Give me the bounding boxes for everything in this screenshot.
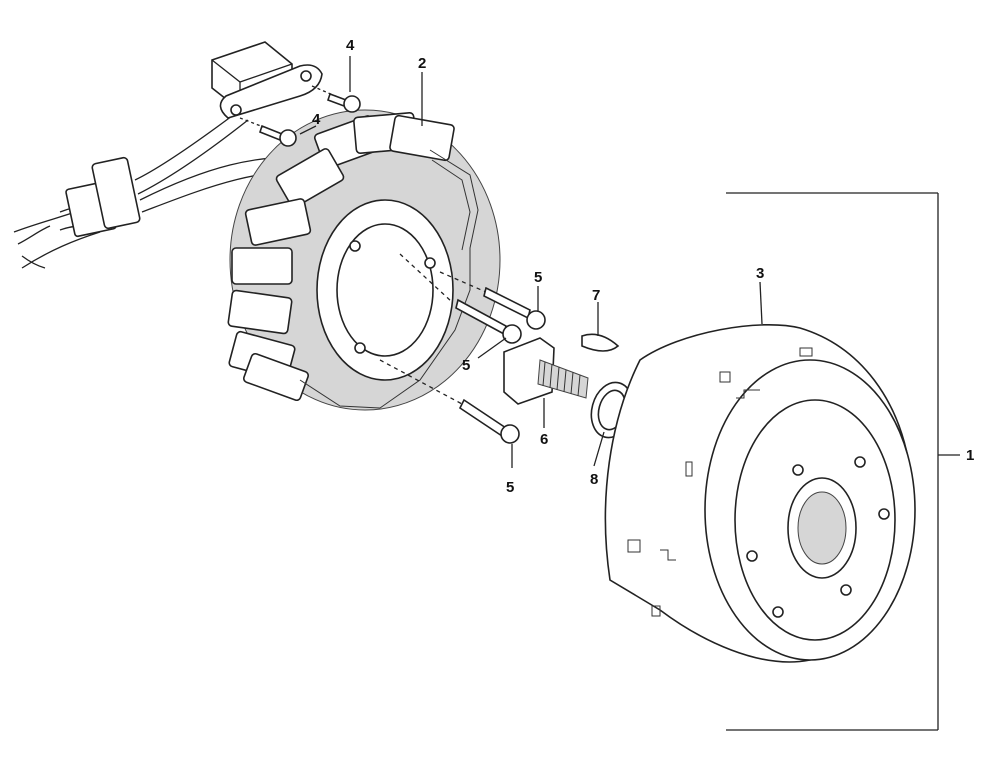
callout-8: 8 xyxy=(590,471,598,488)
hub-shaft xyxy=(503,337,589,405)
screw-4-upper xyxy=(311,85,361,113)
bolt-5-middle xyxy=(399,253,522,344)
leader-lines xyxy=(299,56,763,468)
callout-4-upper: 4 xyxy=(346,37,355,54)
bolt-5-upper xyxy=(439,271,546,330)
harness-grommet xyxy=(91,156,141,230)
wiring-harness xyxy=(13,109,326,269)
callout-1: 1 xyxy=(966,447,974,464)
pickup-sensor xyxy=(211,41,323,119)
screw-4-lower xyxy=(239,117,297,147)
callout-3: 3 xyxy=(756,265,764,282)
bolt-5-lower xyxy=(379,359,520,444)
stator xyxy=(227,109,501,411)
assembly-bracket xyxy=(726,192,960,731)
callout-5-middle: 5 xyxy=(462,357,470,374)
callout-7: 7 xyxy=(592,287,600,304)
callout-5-lower: 5 xyxy=(506,479,514,496)
flywheel-rotor xyxy=(604,323,916,663)
callout-6: 6 xyxy=(540,431,548,448)
callout-5-upper: 5 xyxy=(534,269,542,286)
woodruff-key xyxy=(581,333,620,352)
callout-4-lower: 4 xyxy=(312,111,321,128)
callout-2: 2 xyxy=(418,55,426,72)
